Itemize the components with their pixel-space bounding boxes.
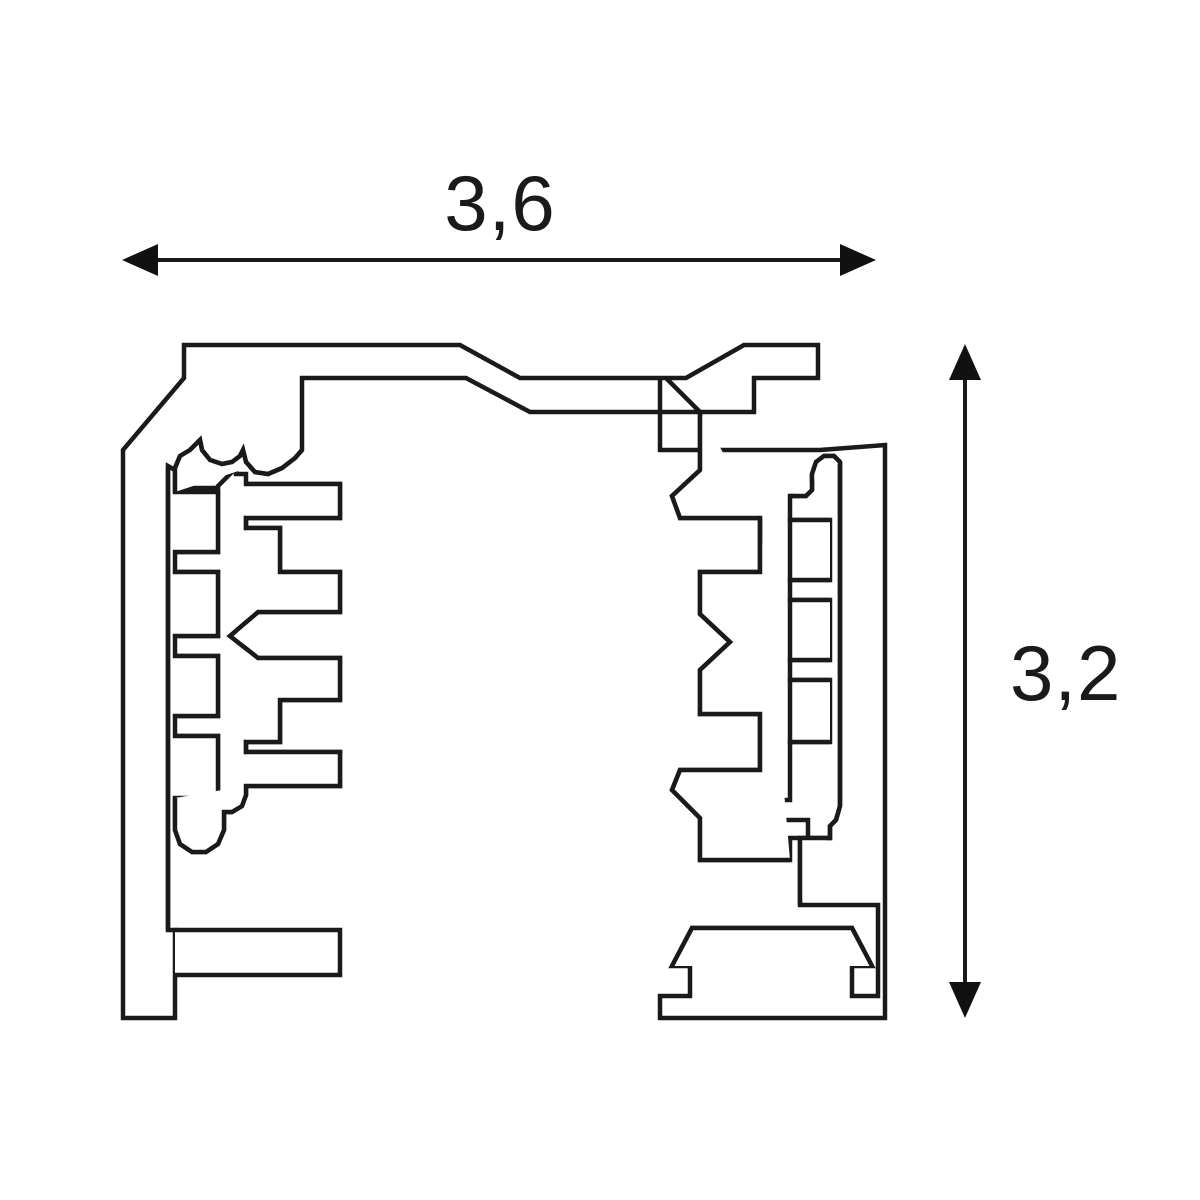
left-groove-3: [175, 653, 221, 719]
right-bottom-trapezoid-channel: [670, 925, 874, 968]
right-groove-3: [787, 677, 830, 745]
arrow-up-icon: [949, 344, 981, 380]
left-bottom-box: [175, 927, 343, 978]
arrow-left-icon: [122, 244, 158, 276]
left-groove-1: [175, 489, 221, 555]
profile-inner-details-left: [165, 435, 343, 978]
profile-inner-details-right: [669, 412, 874, 968]
left-upper-hook: [172, 435, 304, 492]
right-upper-fin: [669, 412, 760, 521]
left-lower-hook: [172, 786, 249, 855]
width-dimension-label: 3,6: [444, 159, 555, 247]
width-dimension-group: 3,6: [122, 159, 876, 276]
height-dimension-label: 3,2: [1010, 629, 1121, 717]
left-groove-2: [175, 569, 221, 639]
right-conductor-fin-stack: [669, 518, 790, 863]
right-upper-hook: [790, 453, 842, 499]
right-groove-2: [787, 597, 830, 663]
right-lower-hook: [797, 805, 843, 905]
height-dimension-group: 3,2: [949, 344, 1121, 1018]
left-conductor-fin-stack: [226, 481, 343, 789]
arrow-down-icon: [949, 982, 981, 1018]
right-groove-1: [787, 517, 830, 583]
left-groove-4: [175, 733, 221, 801]
arrow-right-icon: [840, 244, 876, 276]
